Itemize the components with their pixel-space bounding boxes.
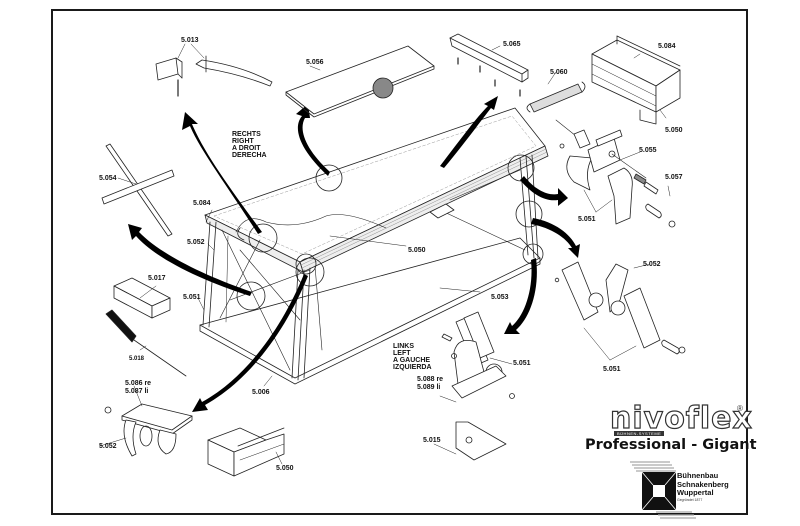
company-line: Schnakenberg bbox=[677, 479, 729, 489]
note-line: A GAUCHE bbox=[393, 357, 431, 364]
part-label-5057: 5.057 bbox=[665, 174, 683, 181]
part-5050-bottom bbox=[207, 427, 285, 477]
note-line: IZQUIERDA bbox=[393, 364, 432, 371]
arrow-to-5056 bbox=[296, 104, 330, 176]
platform-side-edge bbox=[204, 214, 304, 273]
detail-circle bbox=[295, 257, 325, 287]
note-line: A DROIT bbox=[232, 145, 261, 152]
part-label-5052-right: 5.052 bbox=[643, 261, 661, 268]
part-label-5018: 5.018 bbox=[129, 356, 145, 362]
part-label-5052-frame: 5.052 bbox=[187, 239, 205, 246]
part-label-5013: 5.013 bbox=[181, 37, 199, 44]
part-label-5055: 5.055 bbox=[639, 147, 657, 154]
company-line: Bühnenbau bbox=[677, 471, 719, 480]
company-logo-graphic bbox=[630, 461, 696, 519]
part-label-5050-top: 5.050 bbox=[665, 127, 683, 134]
company-line: Wuppertal bbox=[677, 488, 714, 497]
part-label-5006: 5.006 bbox=[252, 389, 270, 396]
orientation-note-left: LINKS LEFT A GAUCHE IZQUIERDA bbox=[393, 343, 432, 371]
part-hinge-right-bottom bbox=[554, 261, 686, 361]
part-5065 bbox=[449, 33, 529, 97]
part-label-5054: 5.054 bbox=[99, 175, 117, 182]
part-label-5084-frame: 5.084 bbox=[193, 200, 211, 207]
part-label-5052-bottom: 5.052 bbox=[99, 443, 117, 450]
platform-deck-inner bbox=[213, 115, 537, 255]
leader-lines bbox=[197, 209, 481, 387]
product-title: Professional - Gigant bbox=[585, 437, 757, 453]
part-label-5086: 5.086 re bbox=[125, 380, 152, 387]
logo-stripes bbox=[630, 461, 696, 519]
detail-circle bbox=[236, 281, 266, 311]
brand-wordmark: nivoflex bbox=[609, 401, 753, 436]
part-5015 bbox=[433, 421, 507, 461]
part-5054 bbox=[101, 143, 175, 237]
part-label-5051-right-bottom: 5.051 bbox=[603, 366, 621, 373]
part-label-5051-frame: 5.051 bbox=[183, 294, 201, 301]
part-5018-screwdriver bbox=[105, 309, 187, 377]
note-line: LEFT bbox=[393, 350, 411, 357]
brand-subtitle: BÜHNEN-SYSTEME bbox=[614, 431, 665, 436]
arrow-to-5065 bbox=[440, 96, 498, 168]
part-label-5084-top: 5.084 bbox=[658, 43, 676, 50]
company-name: Bühnenbau Schnakenberg Wuppertal bbox=[677, 471, 729, 498]
company-founded: Gegründet 1877 bbox=[677, 498, 703, 502]
detail-circle bbox=[315, 164, 343, 192]
detail-circle bbox=[248, 223, 278, 253]
note-line: RECHTS bbox=[232, 131, 261, 138]
part-5017 bbox=[113, 277, 171, 319]
part-label-5060: 5.060 bbox=[550, 69, 568, 76]
arrow-to-hinge-right-top bbox=[520, 176, 568, 206]
arrow-to-5013 bbox=[182, 112, 262, 234]
orientation-note-right: RECHTS RIGHT A DROIT DERECHA bbox=[232, 131, 267, 159]
detail-circle bbox=[295, 253, 317, 275]
arrow-to-hinge-left bbox=[504, 258, 537, 334]
part-label-5050-frame: 5.050 bbox=[408, 247, 426, 254]
part-hinge-right-top bbox=[555, 119, 676, 228]
part-label-5089: 5.089 li bbox=[417, 384, 441, 391]
detail-circle bbox=[515, 200, 543, 228]
note-line: DERECHA bbox=[232, 152, 267, 159]
part-5013 bbox=[155, 43, 273, 97]
base-frame bbox=[199, 237, 541, 379]
registered-mark: ® bbox=[737, 404, 743, 413]
note-line: RIGHT bbox=[232, 138, 254, 145]
part-label-5015: 5.015 bbox=[423, 437, 441, 444]
nivoflex-logo: nivoflex BÜHNEN-SYSTEME ® bbox=[604, 403, 752, 440]
part-label-5051-right-top: 5.051 bbox=[578, 216, 596, 223]
part-5060 bbox=[526, 71, 586, 113]
arrow-to-5054 bbox=[128, 224, 252, 296]
note-line: LINKS bbox=[393, 343, 414, 350]
part-label-5051-left-hinge: 5.051 bbox=[513, 360, 531, 367]
part-5056 bbox=[285, 45, 435, 118]
part-5086-5087 bbox=[99, 385, 193, 457]
part-hinge-left bbox=[439, 311, 515, 403]
part-label-5088: 5.088 re bbox=[417, 376, 444, 383]
part-label-5087: 5.087 li bbox=[125, 388, 149, 395]
part-label-5017: 5.017 bbox=[148, 275, 166, 282]
part-label-5065: 5.065 bbox=[503, 41, 521, 48]
arrows bbox=[128, 96, 580, 412]
part-label-5050-bottom: 5.050 bbox=[276, 465, 294, 472]
part-label-5053: 5.053 bbox=[491, 294, 509, 301]
part-label-5056: 5.056 bbox=[306, 59, 324, 66]
arrow-to-hinge-right-bottom bbox=[531, 218, 580, 258]
part-5084 bbox=[591, 35, 681, 125]
